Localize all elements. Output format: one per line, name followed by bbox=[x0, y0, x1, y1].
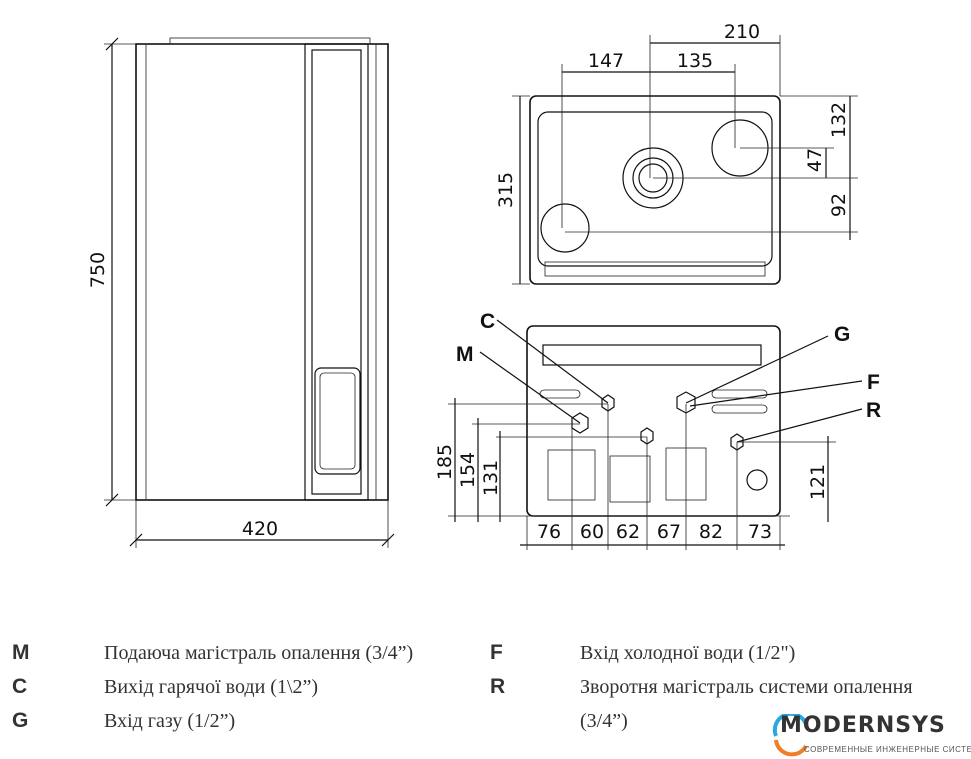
dim-67: 67 bbox=[657, 521, 681, 543]
legend-text-G: Вхід газу (1/2”) bbox=[104, 710, 236, 732]
bottom-view: C M G F R 185 154 131 121 76 60 62 67 82… bbox=[434, 310, 881, 550]
callout-F: F bbox=[867, 371, 880, 394]
fitting-R bbox=[730, 433, 744, 451]
dim-60: 60 bbox=[580, 521, 604, 543]
dim-131: 131 bbox=[480, 460, 502, 496]
dim-47: 47 bbox=[804, 148, 826, 172]
dim-132: 132 bbox=[828, 102, 850, 138]
dim-76: 76 bbox=[537, 521, 561, 543]
legend-key-M: M bbox=[12, 641, 30, 664]
callout-M: M bbox=[456, 343, 474, 366]
callout-R: R bbox=[866, 399, 881, 422]
fitting-G bbox=[676, 391, 696, 414]
logo-name: MODERNSYS bbox=[780, 713, 946, 738]
front-view: 750 420 bbox=[87, 37, 395, 548]
legend-key-C: C bbox=[12, 675, 28, 698]
legend-key-R: R bbox=[490, 675, 506, 698]
display-window bbox=[314, 367, 361, 475]
legend-key-G: G bbox=[12, 709, 29, 732]
dim-73: 73 bbox=[748, 521, 772, 543]
modernsys-logo: MODERNSYS СОВРЕМЕННЫЕ ИНЖЕНЕРНЫЕ СИСТЕМЫ bbox=[770, 713, 971, 759]
dim-315: 315 bbox=[495, 172, 517, 208]
legend-text-F: Вхід холодної води (1/2") bbox=[580, 642, 796, 664]
dim-82: 82 bbox=[699, 521, 723, 543]
legend-key-F: F bbox=[490, 641, 503, 664]
dim-width: 420 bbox=[242, 518, 278, 540]
fitting-F bbox=[640, 427, 654, 445]
callout-C: C bbox=[480, 310, 495, 333]
dim-height: 750 bbox=[87, 252, 109, 288]
dim-62: 62 bbox=[616, 521, 640, 543]
logo-tagline: СОВРЕМЕННЫЕ ИНЖЕНЕРНЫЕ СИСТЕМЫ bbox=[804, 745, 971, 754]
dim-92: 92 bbox=[828, 193, 850, 217]
legend-text-M: Подаюча магістраль опалення (3/4”) bbox=[104, 642, 414, 664]
dim-135: 135 bbox=[677, 50, 713, 72]
legend-text-R: Зворотня магістраль системи опалення (3/… bbox=[580, 676, 913, 732]
dim-121: 121 bbox=[807, 464, 829, 500]
fitting-C bbox=[601, 394, 615, 412]
dim-147: 147 bbox=[588, 50, 624, 72]
dim-185: 185 bbox=[434, 444, 456, 480]
callout-G: G bbox=[834, 323, 850, 346]
logo-arc-icon bbox=[772, 714, 808, 757]
dim-154: 154 bbox=[457, 452, 479, 488]
legend-text-C: Вихід гарячої води (1\2”) bbox=[104, 676, 319, 698]
top-view: 210 147 135 132 47 92 315 bbox=[495, 21, 858, 285]
dim-210: 210 bbox=[724, 21, 760, 43]
